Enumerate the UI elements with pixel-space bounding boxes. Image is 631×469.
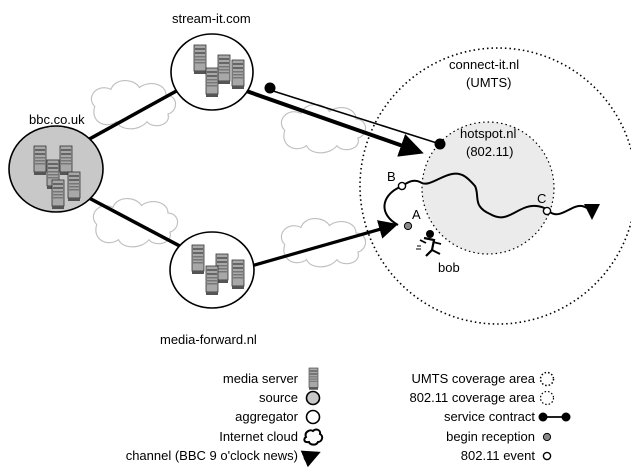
service-contract: [264, 82, 446, 150]
person-label: bob: [438, 260, 460, 275]
wifi-event-c: [542, 206, 552, 216]
wifi-event-b: [397, 181, 407, 191]
wifi-area-label-2: (802.11): [466, 144, 513, 159]
person-bob-icon: [416, 230, 442, 257]
legend-umts-area-label: UMTS coverage area: [411, 371, 535, 386]
legend-right: UMTS coverage area 802.11 coverage area …: [409, 371, 571, 463]
source-label: bbc.co.uk: [29, 112, 85, 127]
channel-stream-it-to-hotspot: [214, 78, 424, 157]
event-c-label: C: [537, 191, 546, 206]
legend-wifi-area-label: 802.11 coverage area: [409, 390, 535, 405]
service-contract-icon: [538, 412, 571, 422]
aggregator-top-label: stream-it.com: [172, 11, 251, 26]
umts-coverage-area: [359, 47, 631, 325]
begin-reception-event-a: [403, 221, 413, 231]
channel-arrow-icon: [300, 450, 321, 468]
media-server-icon: [308, 367, 319, 391]
internet-cloud-right-bottom: [280, 218, 367, 268]
legend-aggregator-label: aggregator: [235, 409, 299, 424]
legend-channel-label: channel (BBC 9 o'clock news): [126, 448, 298, 463]
aggregator-icon: [305, 409, 321, 425]
wifi-coverage-area: [421, 121, 555, 255]
umts-area-icon: [539, 371, 555, 387]
legend-left: media server source aggregator Internet …: [126, 367, 324, 468]
umts-area-label-1: connect-it.nl: [449, 57, 519, 72]
event-a-label: A: [412, 207, 421, 222]
legend-media-server-label: media server: [223, 371, 299, 386]
source-icon: [305, 390, 321, 406]
wifi-area-icon: [539, 390, 555, 406]
aggregator-node-media-forward: [169, 231, 255, 309]
legend-source-label: source: [259, 390, 298, 405]
legend-wifi-event-label: 802.11 event: [461, 448, 536, 463]
aggregator-node-stream-it: [170, 33, 254, 111]
aggregator-bottom-label: media-forward.nl: [160, 332, 257, 347]
source-node-bbc: [8, 125, 104, 213]
legend-begin-reception-label: begin reception: [446, 429, 535, 444]
wifi-area-label-1: hotspot.nl: [460, 126, 516, 141]
bob-trajectory: [383, 172, 600, 226]
internet-cloud-left-top: [90, 80, 177, 130]
legend-internet-cloud-label: Internet cloud: [219, 429, 298, 444]
event-b-label: B: [387, 169, 396, 184]
begin-reception-icon: [542, 432, 552, 442]
internet-cloud-icon: [303, 428, 324, 446]
channel-media-forward-to-bob: [229, 220, 399, 274]
legend-service-contract-label: service contract: [444, 409, 535, 424]
wifi-event-icon: [542, 451, 552, 461]
umts-area-label-2: (UMTS): [466, 75, 512, 90]
